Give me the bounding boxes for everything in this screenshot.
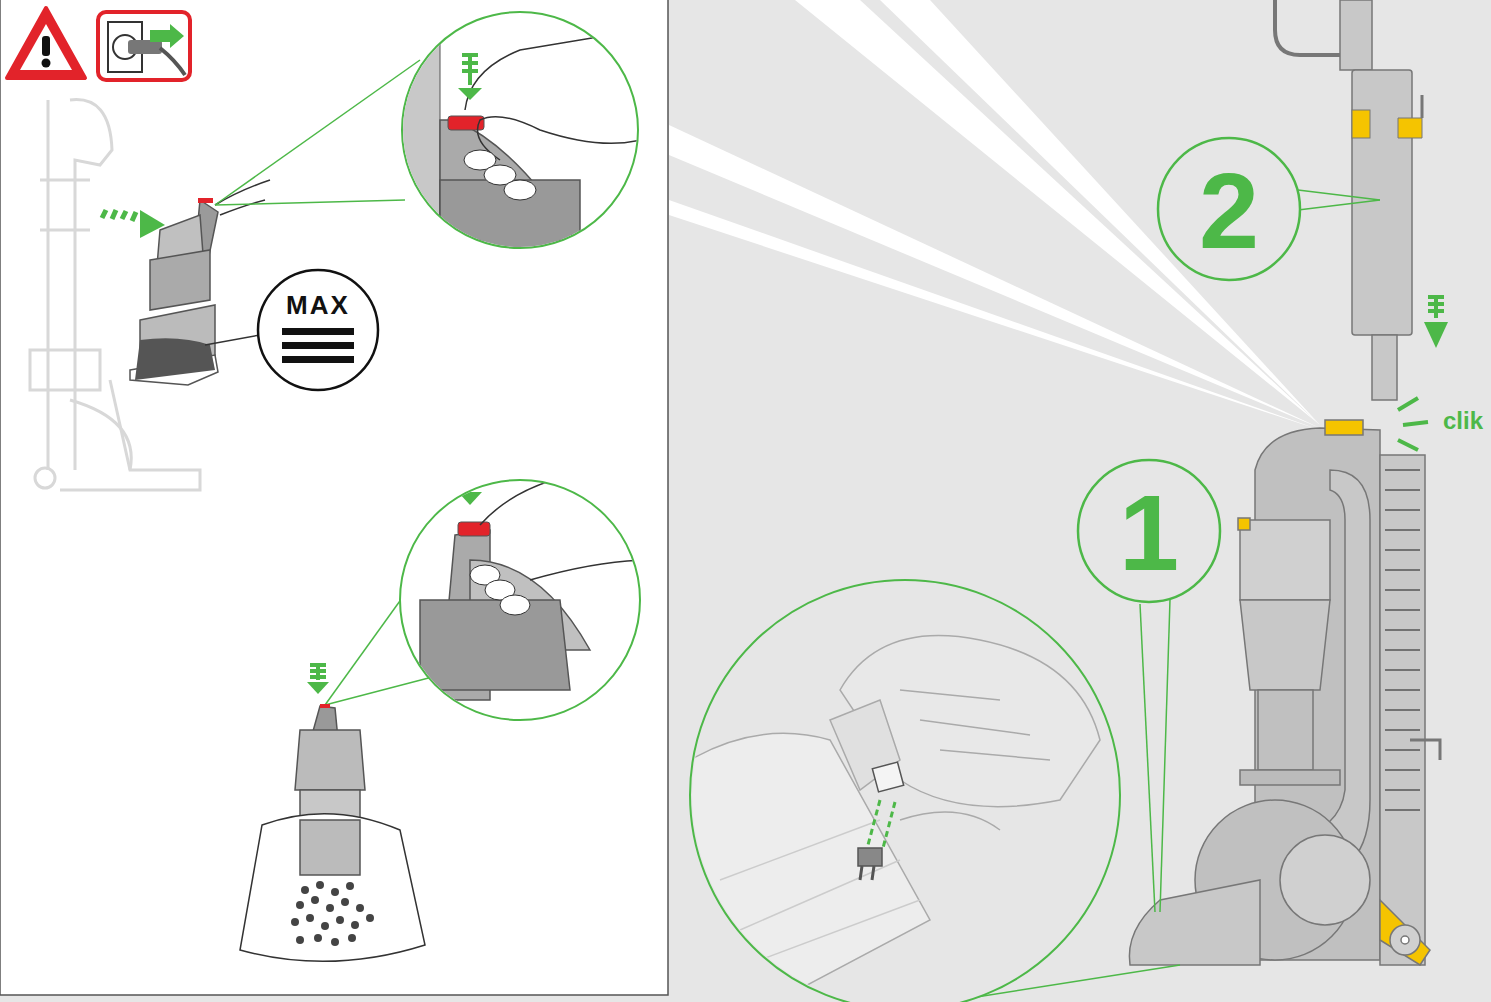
- panel: [0, 0, 668, 995]
- callout-number: 2: [1156, 157, 1302, 265]
- warning-icon: [7, 8, 85, 78]
- wand: [1275, 0, 1448, 450]
- zoom-detail: [400, 460, 650, 720]
- level-label: MAX: [256, 290, 380, 321]
- zoom-detail: [690, 580, 1120, 1002]
- circle-outline: [256, 268, 380, 392]
- callout-circle: 1: [1076, 458, 1222, 604]
- zoom-detail: [400, 10, 640, 250]
- callout-number: 1: [1076, 479, 1222, 587]
- callout-circle: 2: [1156, 136, 1302, 282]
- move-arrow: [102, 210, 165, 238]
- magnifier-circle: MAX: [256, 268, 380, 392]
- light-beams: [669, 0, 1320, 430]
- sound-label: clik: [1443, 407, 1483, 435]
- unplug-icon: [98, 12, 190, 80]
